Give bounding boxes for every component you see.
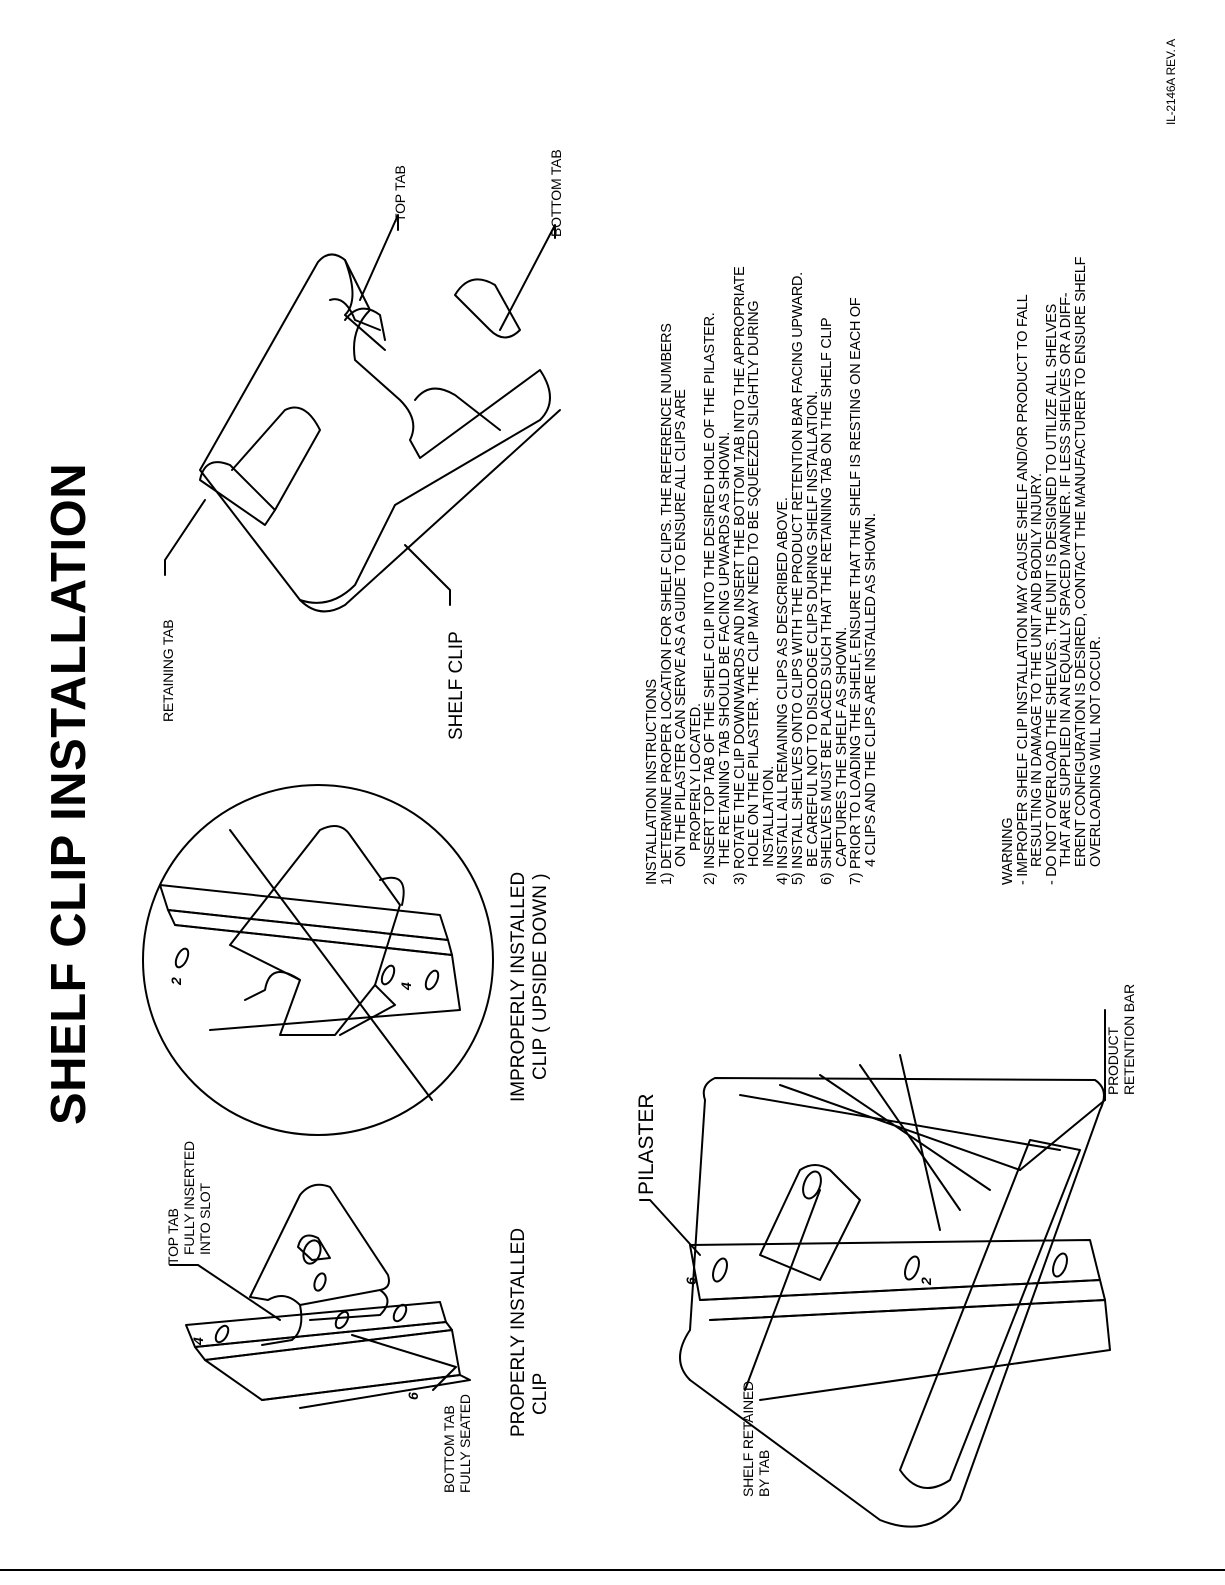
instruction-line: 3) ROTATE THE CLIP DOWNWARDS AND INSERT … — [731, 266, 748, 885]
page-title: SHELF CLIP INSTALLATION — [42, 462, 96, 1125]
instruction-line: PROPERLY LOCATED. — [687, 703, 704, 851]
label-properly-installed-clip: PROPERLY INSTALLED CLIP — [508, 1227, 551, 1437]
instruction-line: THE RETAINING TAB SHOULD BE FACING UPWAR… — [716, 431, 733, 867]
pilaster-number: 6 — [683, 1277, 699, 1285]
warning-section: WARNING - IMPROPER SHELF CLIP INSTALLATI… — [1000, 256, 1104, 885]
label-retaining-tab: RETAINING TAB — [160, 619, 176, 722]
properly-installed-clip-illustration — [169, 1183, 471, 1409]
label-improperly-installed-clip: IMPROPERLY INSTALLED CLIP ( UPSIDE DOWN … — [508, 871, 551, 1102]
pilaster-number: 2 — [918, 1277, 934, 1285]
label-shelf-clip: SHELF CLIP — [446, 631, 467, 740]
label-bottom-tab-fully-seated: BOTTOM TAB FULLY SEATED — [441, 1394, 473, 1493]
pilaster-number: 4 — [398, 982, 414, 990]
label-shelf-retained-by-tab: SHELF RETAINED BY TAB — [740, 1381, 772, 1497]
instructions-heading: INSTALLATION INSTRUCTIONS — [644, 679, 660, 885]
pilaster-number: 6 — [405, 1392, 421, 1400]
warning-line: - IMPROPER SHELF CLIP INSTALLATION MAY C… — [1014, 294, 1031, 885]
instruction-line: 4) INSTALL ALL REMAINING CLIPS AS DESCRI… — [775, 497, 792, 885]
instruction-line: 2) INSERT TOP TAB OF THE SHELF CLIP INTO… — [702, 312, 719, 885]
instruction-line: BE CAREFUL NOT TO DISLODGE CLIPS DURING … — [804, 391, 821, 867]
instruction-line: 4 CLIPS AND THE CLIPS ARE INSTALLED AS S… — [862, 513, 879, 867]
label-top-tab: TOP TAB — [392, 165, 408, 222]
label-product-retention-bar: PRODUCT RETENTION BAR — [1105, 984, 1137, 1095]
instruction-line: 6) SHELVES MUST BE PLACED SUCH THAT THE … — [819, 317, 836, 885]
pilaster-number: 2 — [168, 977, 184, 985]
label-pilaster: PILASTER — [635, 1093, 658, 1195]
instruction-line: HOLE ON THE PILASTER. THE CLIP MAY NEED … — [746, 300, 763, 867]
instruction-line: 5) INSTALL SHELVES ONTO CLIPS WITH THE P… — [789, 272, 806, 885]
improperly-installed-clip-illustration — [142, 784, 494, 1136]
shelf-clip-detail-illustration — [164, 214, 561, 613]
instruction-line: CAPTURES THE SHELF AS SHOWN. — [833, 627, 850, 867]
warning-line: RESULTING IN DAMAGE TO THE UNIT AND BODI… — [1029, 473, 1046, 867]
warning-line: OVERLOADING WILL NOT OCCUR. — [1087, 636, 1104, 867]
pilaster-shelf-assembly-illustration — [639, 1009, 1111, 1528]
warning-line: ERENT CONFIGURATION IS DESIRED, CONTACT … — [1072, 256, 1089, 867]
warning-heading: WARNING — [1000, 817, 1016, 885]
doc-number: IL-2146A REV. A — [1164, 39, 1178, 125]
warning-line: - DO NOT OVERLOAD THE SHELVES. THE UNIT … — [1043, 303, 1060, 885]
bottom-rule — [0, 1569, 1225, 1571]
label-top-tab-fully-inserted: TOP TAB FULLY INSERTED INTO SLOT — [165, 1141, 213, 1265]
warning-line: THAT ARE SUPPLIED IN AN EQUALLY SPACED M… — [1058, 292, 1075, 867]
installation-instructions: INSTALLATION INSTRUCTIONS 1) DETERMINE P… — [644, 266, 879, 885]
instruction-line: INSTALLATION. — [760, 766, 777, 867]
instruction-line: 1) DETERMINE PROPER LOCATION FOR SHELF C… — [658, 323, 675, 885]
label-bottom-tab: BOTTOM TAB — [548, 149, 564, 237]
instruction-line: 7) PRIOR TO LOADING THE SHELF, ENSURE TH… — [848, 297, 865, 885]
instruction-line: ON THE PILASTER CAN SERVE AS A GUIDE TO … — [673, 389, 690, 867]
pilaster-number: 4 — [190, 1337, 206, 1345]
